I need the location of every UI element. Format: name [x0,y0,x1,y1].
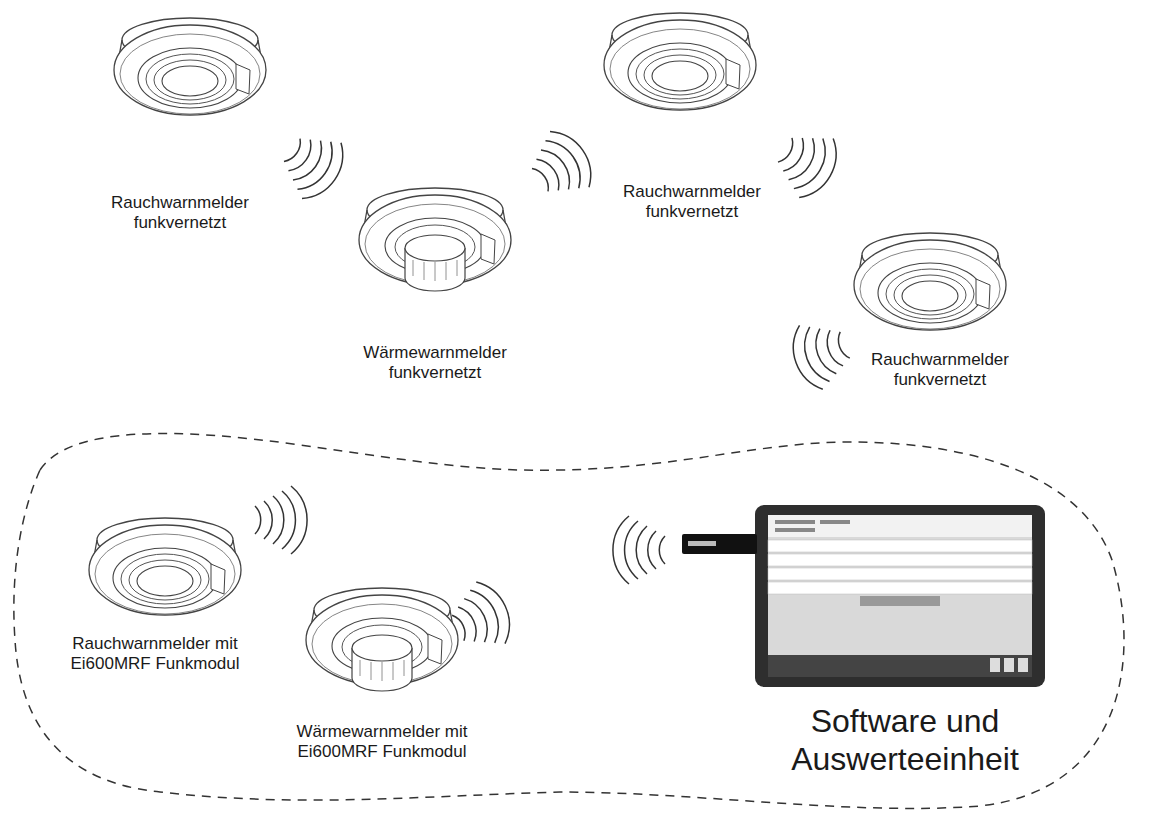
detector-label: Wärmewarnmelder mit Ei600MRF Funkmodul [272,722,492,763]
smoke-detector [604,13,756,110]
smoke-detector [89,518,241,615]
detector-label: Rauchwarnmelder funkvernetzt [610,182,775,223]
radio-waves [784,313,856,395]
radio-waves [520,122,602,208]
label-text: Rauchwarnmelder funkvernetzt [610,182,775,223]
smoke-detector [114,18,266,115]
radio-waves [444,575,520,659]
heat-detector [359,188,511,291]
tablet [755,505,1045,687]
heat-detector [306,588,458,691]
detector-label: Rauchwarnmelder funkvernetzt [98,193,263,234]
label-text: Rauchwarnmelder funkvernetzt [858,350,1023,391]
label-text: Rauchwarnmelder funkvernetzt [98,193,263,234]
label-text: Wärmewarnmelder mit Ei600MRF Funkmodul [272,722,492,763]
label-text: Rauchwarnmelder mit Ei600MRF Funkmodul [68,634,243,675]
group-outline [14,433,1124,808]
radio-waves [768,121,847,206]
device-label: Software und Auswerteeinheit [770,702,1040,779]
label-text: Software und Auswerteeinheit [770,702,1040,779]
label-text: Wärmewarnmelder funkvernetzt [345,343,525,384]
detector-label: Rauchwarnmelder mit Ei600MRF Funkmodul [68,634,243,675]
detector-label: Rauchwarnmelder funkvernetzt [858,350,1023,391]
radio-waves [272,122,354,208]
detector-label: Wärmewarnmelder funkvernetzt [345,343,525,384]
smoke-detector [854,233,1006,330]
usb-stick [682,534,757,554]
radio-waves [255,486,307,554]
radio-waves [613,516,665,584]
